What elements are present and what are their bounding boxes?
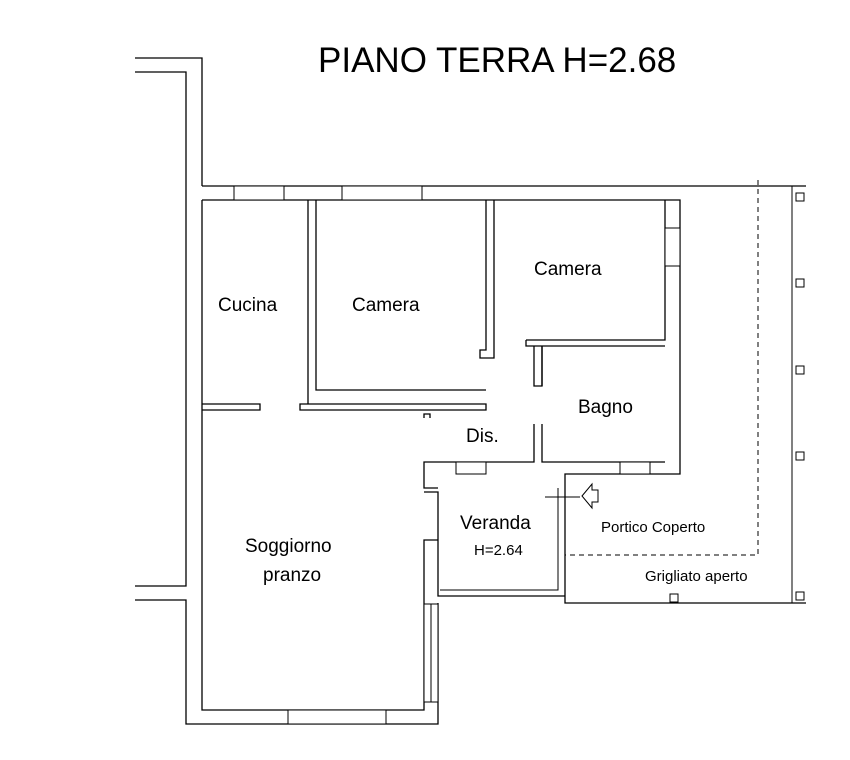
- room-label-soggiorno: Soggiorno: [245, 536, 332, 557]
- room-label-dis: Dis.: [466, 426, 499, 447]
- window-dis: [455, 461, 487, 475]
- portico: [565, 180, 805, 603]
- window-bagno: [619, 461, 651, 475]
- windows: [233, 185, 681, 725]
- window-cucina: [233, 185, 285, 201]
- room-label-camera-right: Camera: [534, 259, 602, 280]
- room-label-cucina: Cucina: [218, 295, 278, 316]
- label-grigliato-aperto: Grigliato aperto: [645, 568, 748, 585]
- room-label-veranda: Veranda: [460, 513, 531, 534]
- room-label-bagno: Bagno: [578, 397, 633, 418]
- room-height-veranda: H=2.64: [474, 542, 523, 559]
- veranda-frame: [440, 476, 580, 596]
- adjacent-walls: [135, 57, 439, 725]
- window-camera-left: [341, 185, 423, 201]
- room-label-pranzo: pranzo: [263, 565, 321, 586]
- plan-title: PIANO TERRA H=2.68: [318, 41, 676, 80]
- label-portico-coperto: Portico Coperto: [601, 519, 705, 536]
- room-label-camera-left: Camera: [352, 295, 420, 316]
- window-camera-right: [664, 227, 681, 267]
- entrance-arrow-icon: [581, 482, 599, 510]
- exterior-walls: [201, 185, 806, 711]
- interior-walls: [202, 200, 666, 489]
- window-soggiorno: [287, 709, 387, 725]
